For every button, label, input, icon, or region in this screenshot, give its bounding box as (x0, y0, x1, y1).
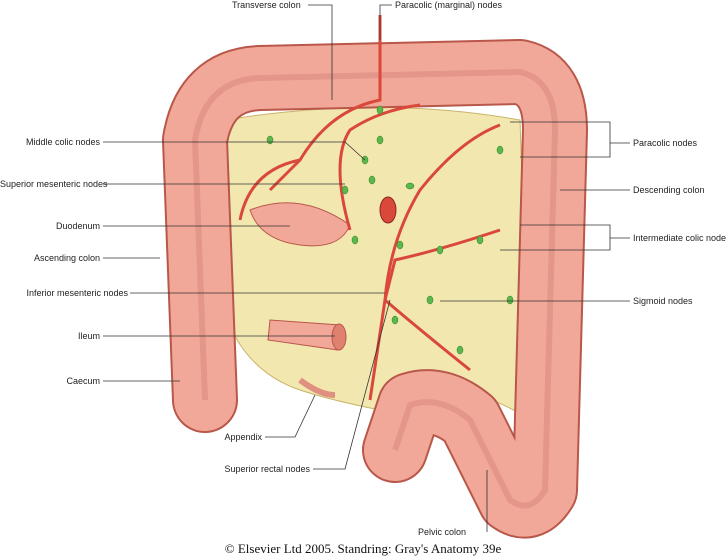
label-intermediate-colic-nodes: Intermediate colic nodes (633, 233, 726, 243)
label-superior-mesenteric-nodes: Superior mesenteric nodes (0, 179, 108, 189)
label-transverse-colon: Transverse colon (232, 0, 301, 10)
appendix (298, 377, 336, 398)
label-duodenum: Duodenum (55, 221, 100, 231)
taenia (191, 68, 559, 509)
leader-lines (103, 4, 630, 532)
label-pelvic-colon: Pelvic colon (418, 527, 467, 537)
label-middle-colic-nodes: Middle colic nodes (25, 137, 100, 147)
label-appendix: Appendix (224, 432, 262, 442)
label-paracolic-nodes: Paracolic nodes (633, 138, 698, 148)
label-paracolic-marginal-nodes: Paracolic (marginal) nodes (395, 0, 503, 10)
label-ileum: Ileum (77, 331, 100, 341)
lymph-nodes (266, 105, 514, 355)
label-inferior-mesenteric-nodes: Inferior mesenteric nodes (26, 288, 128, 298)
label-descending-colon: Descending colon (633, 185, 705, 195)
label-superior-rectal-nodes: Superior rectal nodes (224, 464, 310, 474)
label-sigmoid-nodes: Sigmoid nodes (633, 296, 693, 306)
duodenum (249, 202, 351, 247)
label-caecum: Caecum (66, 376, 100, 386)
copyright-caption: © Elsevier Ltd 2005. Standring: Gray's A… (224, 541, 502, 556)
label-ascending-colon: Ascending colon (33, 253, 100, 263)
